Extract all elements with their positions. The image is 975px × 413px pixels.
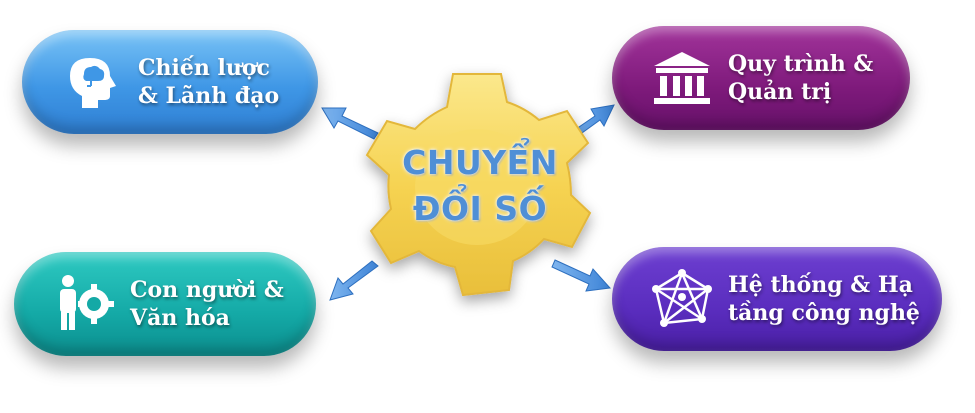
node-process-label: Quy trình & Quản trị [728,50,873,106]
network-mesh-icon [650,267,714,331]
node-people-line1: Con người & [130,277,284,303]
center-title-line2: ĐỔI SỐ [412,189,548,228]
arrow-to-people [329,260,379,301]
node-people-label: Con người & Văn hóa [130,276,284,332]
node-strategy-leadership[interactable]: Chiến lược & Lãnh đạo [22,30,318,134]
node-system-line1: Hệ thống & Hạ [728,272,913,298]
node-strategy-label: Chiến lược & Lãnh đạo [138,54,279,110]
node-strategy-line1: Chiến lược [138,55,270,81]
node-system-infrastructure[interactable]: Hệ thống & Hạ tầng công nghệ [612,247,942,351]
center-title-line1: CHUYỂN [402,143,558,182]
node-process-line2: Quản trị [728,79,832,105]
node-people-culture[interactable]: Con người & Văn hóa [14,252,316,356]
node-process-governance[interactable]: Quy trình & Quản trị [612,26,910,130]
head-brain-icon [60,50,124,114]
arrow-to-strategy [321,107,379,140]
node-system-label: Hệ thống & Hạ tầng công nghệ [728,271,920,327]
node-process-line1: Quy trình & [728,51,874,77]
node-strategy-line2: & Lãnh đạo [138,83,280,109]
arrow-to-system [551,259,612,292]
center-title: CHUYỂN ĐỔI SỐ [360,140,600,232]
gear-icon [365,73,592,297]
node-system-line2: tầng công nghệ [728,300,920,326]
node-people-line2: Văn hóa [130,305,230,331]
institution-icon [650,46,714,110]
people-gear-icon [52,272,116,336]
